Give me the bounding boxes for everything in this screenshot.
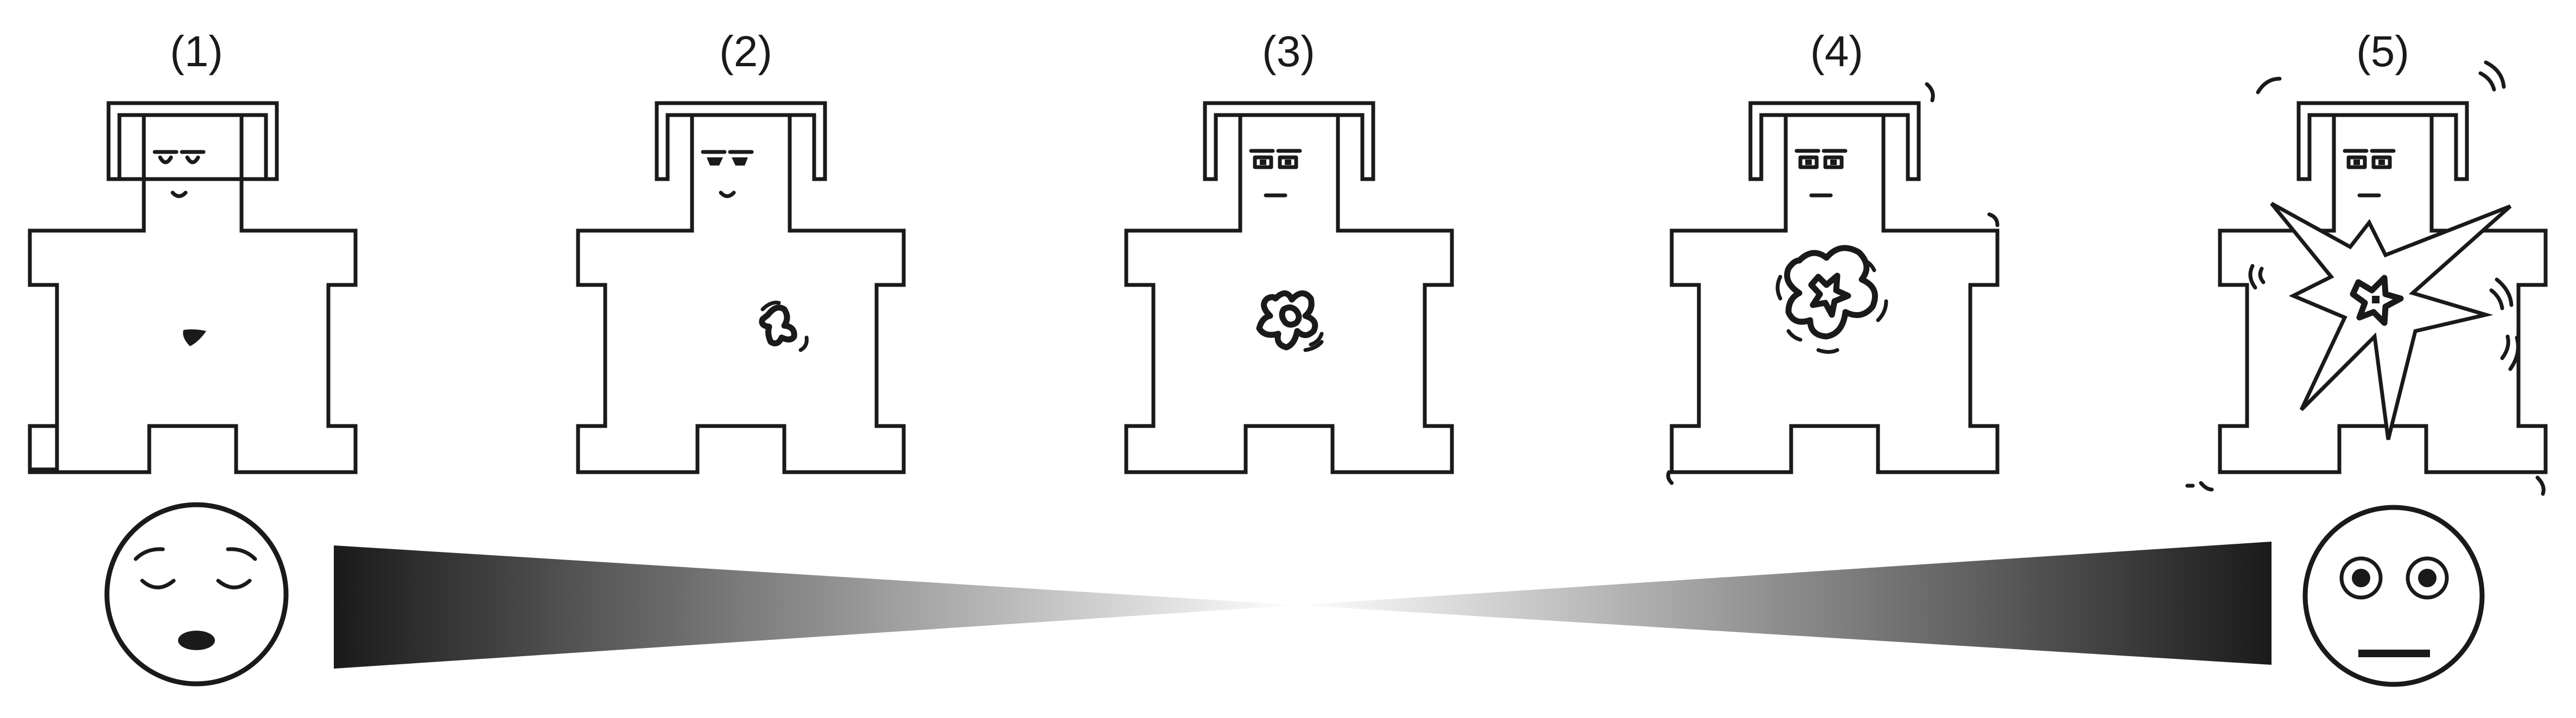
tension-blob-icon <box>1784 245 1878 340</box>
tension-blob-icon <box>1256 290 1318 351</box>
figure-body-outline <box>1124 101 1454 474</box>
tension-core-icon <box>759 304 797 347</box>
explosion-burst-icon <box>2270 201 2512 440</box>
figure-stage-4 <box>1666 82 2000 485</box>
tension-core-icon <box>1279 304 1302 328</box>
tremor-line <box>1816 348 1839 354</box>
tremor-line <box>1987 212 2000 227</box>
stage-label-3: (3) <box>1262 27 1315 75</box>
figure-face <box>1249 149 1302 198</box>
tremor-line <box>2495 277 2514 307</box>
tremor-line <box>2199 481 2214 492</box>
tremor-line <box>798 335 809 352</box>
tension-core-icon <box>2350 275 2404 326</box>
calm-sleeping-face-icon <box>104 502 289 687</box>
tremor-line <box>2484 60 2506 89</box>
figure-face <box>1794 149 1848 198</box>
intensity-scale <box>104 502 2485 687</box>
tremor-line <box>2478 71 2496 92</box>
tremor-line <box>2508 335 2520 371</box>
tremor-line <box>1786 329 1803 342</box>
tension-core-icon <box>1808 272 1851 318</box>
alert-face-features <box>2339 556 2449 657</box>
tension-core-icon <box>183 329 206 346</box>
tremor-line <box>2489 288 2504 310</box>
calm-face-features <box>134 547 257 650</box>
intensity-gradient-right <box>1297 542 2272 665</box>
tremor-line <box>1309 332 1324 347</box>
intensity-gradient-left <box>334 545 1297 669</box>
alert-staring-face-icon <box>2302 505 2485 687</box>
stage-label-5: (5) <box>2356 27 2409 75</box>
figure-stage-5 <box>2185 60 2548 496</box>
tremor-line <box>2256 77 2282 94</box>
tremor-line <box>1876 299 1888 322</box>
tremor-line <box>1666 470 1674 485</box>
figure-stage-1 <box>28 101 358 474</box>
tremor-line <box>2258 266 2266 284</box>
figure-stage-2 <box>576 101 906 474</box>
figure-face <box>2343 149 2396 198</box>
stage-label-4: (4) <box>1810 27 1863 75</box>
figure-face <box>701 150 754 198</box>
figure-body-outline <box>28 101 358 474</box>
stage-label-2: (2) <box>719 27 772 75</box>
tremor-line <box>1303 340 1324 352</box>
tremor-line <box>1775 275 1782 301</box>
figure-body-outline <box>1670 101 2000 474</box>
tremor-line <box>1925 82 1935 103</box>
tremor-line <box>2248 264 2257 290</box>
tremor-line <box>2500 334 2510 360</box>
tremor-line <box>2535 475 2546 496</box>
figure-body-outline <box>2218 101 2548 474</box>
figure-face <box>153 150 206 198</box>
tension-core-center <box>2372 296 2380 303</box>
stage-label-1: (1) <box>170 27 223 75</box>
tremor-line <box>1862 258 1876 272</box>
figure-stage-3 <box>1124 101 1454 474</box>
tremor-line <box>760 301 781 312</box>
figure-body-outline <box>576 101 906 474</box>
